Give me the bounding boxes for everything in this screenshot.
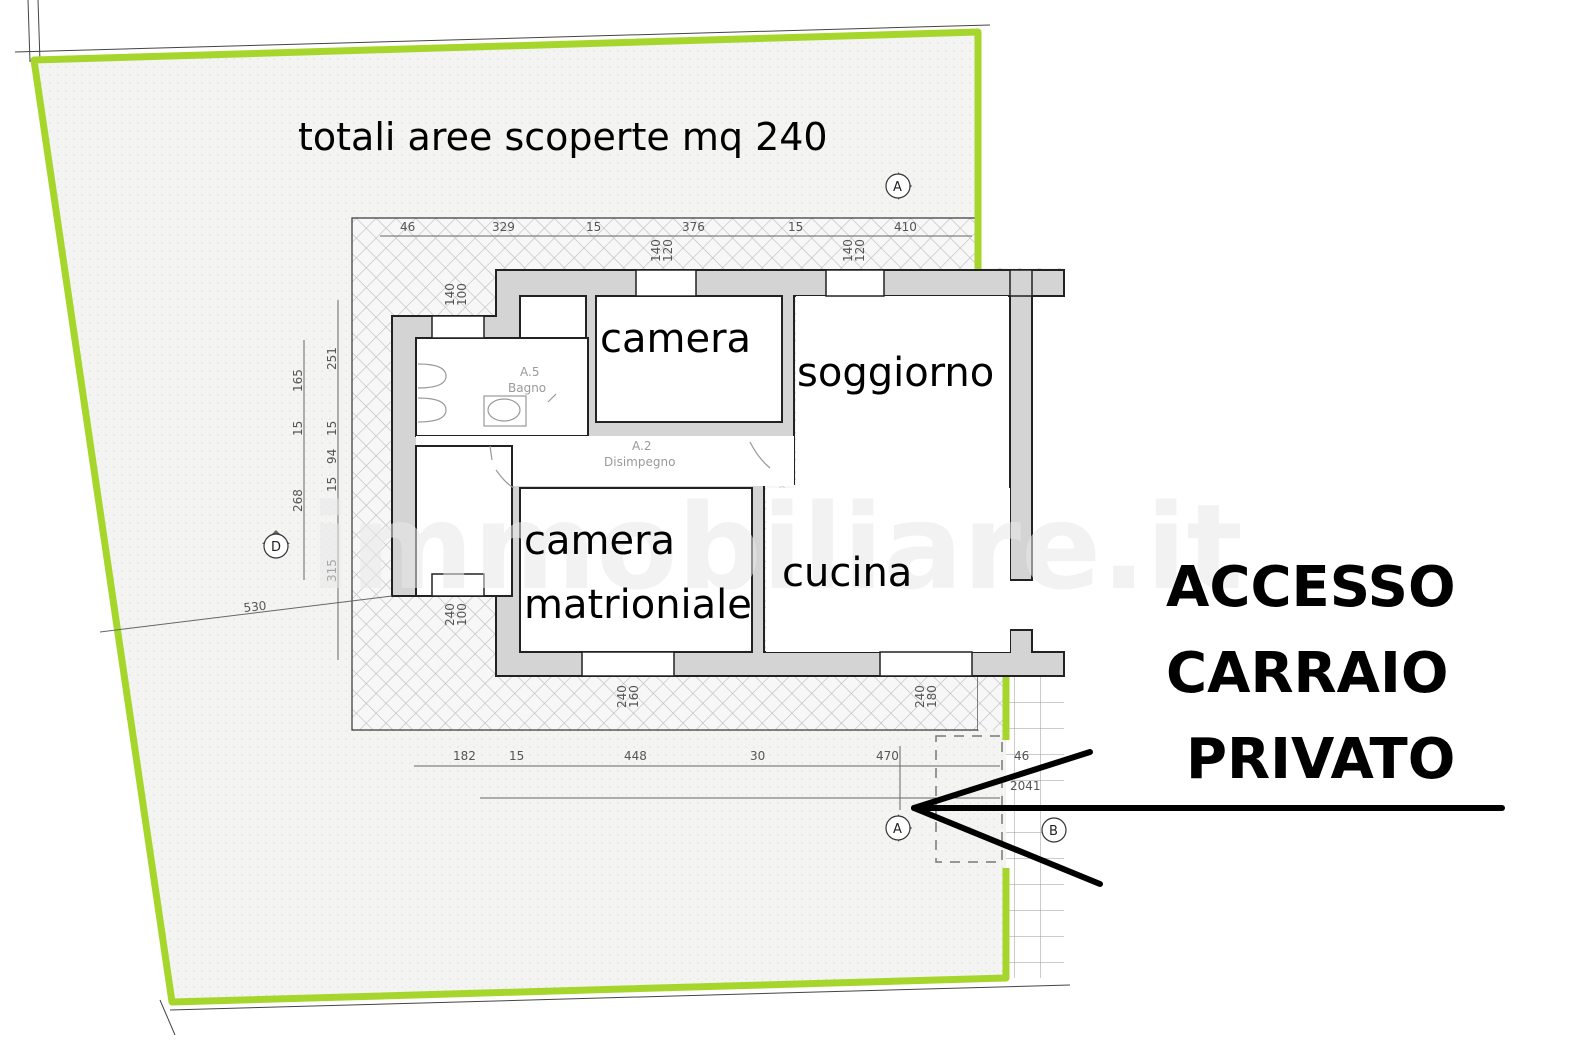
dim-win-lowerleft-a: 240: [443, 603, 457, 626]
room-label-cucina: cucina: [782, 550, 912, 596]
dim-bottom-5: 470: [876, 749, 899, 763]
house-walls: [391, 269, 1065, 677]
room-label-camera-matrimoniale-2: matrioniale: [524, 582, 752, 628]
marker-a-bottom-letter: A: [893, 822, 902, 837]
dim-left-1: 165: [291, 369, 305, 392]
dim-win-top-1a: 140: [649, 239, 663, 262]
room-label-soggiorno: soggiorno: [797, 350, 994, 396]
room-label-camera-matrimoniale-1: camera: [524, 518, 675, 564]
dim-bottom-1: 182: [453, 749, 476, 763]
dimensions-bottom: 182 15 448 30 470 46 2041 240 160 240 18…: [453, 685, 1041, 793]
dim-win-top-2b: 120: [853, 239, 867, 262]
dim-left-3: 94: [325, 449, 339, 464]
gate-outline: [935, 735, 1003, 863]
section-marker-b: B: [1041, 817, 1067, 843]
disimpegno-label: Disimpegno: [604, 455, 675, 469]
property-boundary: [30, 28, 1010, 1006]
dim-win-bottom-2b: 180: [925, 685, 939, 708]
dim-left-6: 251: [325, 347, 339, 370]
access-note-line1: ACCESSO: [1166, 555, 1456, 620]
dim-bottom-3: 448: [624, 749, 647, 763]
access-arrow-icon: [911, 749, 1505, 887]
dim-win-top-1b: 120: [661, 239, 675, 262]
dim-left-4: 15: [325, 477, 339, 492]
dim-top-4: 376: [682, 220, 705, 234]
dim-bottom-6: 46: [1014, 749, 1029, 763]
section-marker-a-top: A: [885, 172, 912, 200]
room-label-camera: camera: [600, 316, 751, 362]
disimpegno-code: A.2: [632, 439, 651, 453]
dimension-lines: [99, 235, 1000, 810]
dim-win-bottom-1b: 160: [627, 685, 641, 708]
dim-top-2: 329: [492, 220, 515, 234]
section-marker-a-bottom: A: [885, 814, 912, 842]
bagno-code: A.5: [520, 365, 539, 379]
windows: [431, 269, 1033, 677]
marker-d-letter: D: [271, 540, 281, 555]
dim-win-bottom-1a: 240: [615, 685, 629, 708]
marker-a-top-letter: A: [893, 180, 902, 195]
dim-bottom-2: 15: [509, 749, 524, 763]
dim-top-3: 15: [586, 220, 601, 234]
dim-bottom-extra: 2041: [1010, 779, 1041, 793]
dim-left-8: 315: [325, 559, 339, 582]
dim-win-top-2a: 140: [841, 239, 855, 262]
dimensions-left: 165 15 94 15 268 251 15 315 530 240 100: [243, 347, 469, 626]
dim-diagonal: 530: [243, 599, 267, 615]
section-marker-d: D: [262, 530, 290, 559]
dim-win-lowerleft-b: 100: [455, 603, 469, 626]
access-note-line3: PRIVATO: [1186, 727, 1455, 792]
dim-win-left-a: 140: [443, 283, 457, 306]
dim-top-5: 15: [788, 220, 803, 234]
dim-left-5: 268: [291, 489, 305, 512]
access-note-line2: CARRAIO: [1166, 641, 1448, 706]
dim-win-left-b: 100: [455, 283, 469, 306]
dim-top-6: 410: [894, 220, 917, 234]
bathroom-fixtures: [417, 363, 771, 489]
dim-win-bottom-2a: 240: [913, 685, 927, 708]
dimensions-top: 46 329 15 376 15 410 140 120 140 120 140…: [400, 220, 917, 306]
dim-bottom-4: 30: [750, 749, 765, 763]
site-boundary-lines: [14, 0, 1071, 1036]
marker-b-letter: B: [1049, 824, 1058, 839]
dim-left-7: 15: [325, 421, 339, 436]
dim-left-2: 15: [291, 421, 305, 436]
plan-title: totali aree scoperte mq 240: [298, 115, 828, 159]
watermark: immobiliare.it: [310, 478, 1243, 616]
bagno-label: Bagno: [508, 381, 546, 395]
dim-top-1: 46: [400, 220, 415, 234]
